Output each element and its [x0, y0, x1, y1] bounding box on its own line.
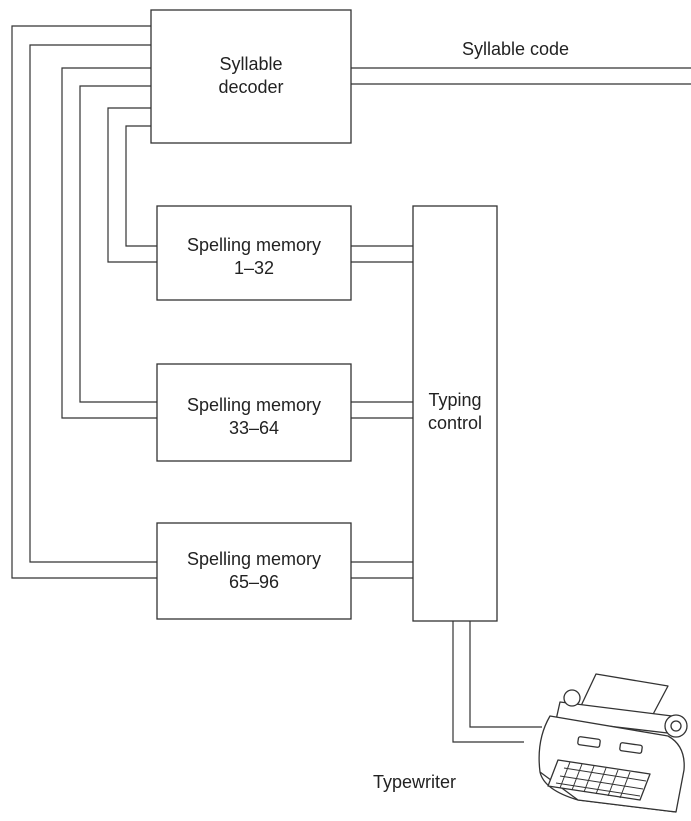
- typewriter-icon: [539, 674, 687, 812]
- typing-control-label: Typing control: [413, 389, 497, 435]
- spelling-memory-3-line2: 65–96: [157, 571, 351, 594]
- syllable-decoder-label: Syllable decoder: [151, 53, 351, 99]
- syllable-code-lines: [351, 68, 691, 84]
- syllable-decoder-line1: Syllable: [151, 53, 351, 76]
- decoder-to-memory-wires: [12, 26, 157, 578]
- spelling-memory-1-line2: 1–32: [157, 257, 351, 280]
- spelling-memory-2-line1: Spelling memory: [157, 394, 351, 417]
- spelling-memory-3-label: Spelling memory 65–96: [157, 548, 351, 594]
- typing-control-line2: control: [413, 412, 497, 435]
- syllable-code-label: Syllable code: [462, 38, 569, 61]
- typewriter-label: Typewriter: [373, 771, 456, 794]
- spelling-memory-2-line2: 33–64: [157, 417, 351, 440]
- syllable-decoder-line2: decoder: [151, 76, 351, 99]
- spelling-memory-2-label: Spelling memory 33–64: [157, 394, 351, 440]
- spelling-memory-1-line1: Spelling memory: [157, 234, 351, 257]
- typing-control-line1: Typing: [413, 389, 497, 412]
- memory-to-control-wires: [351, 246, 413, 578]
- spelling-memory-3-line1: Spelling memory: [157, 548, 351, 571]
- spelling-memory-1-label: Spelling memory 1–32: [157, 234, 351, 280]
- control-to-typewriter-wires: [453, 621, 542, 742]
